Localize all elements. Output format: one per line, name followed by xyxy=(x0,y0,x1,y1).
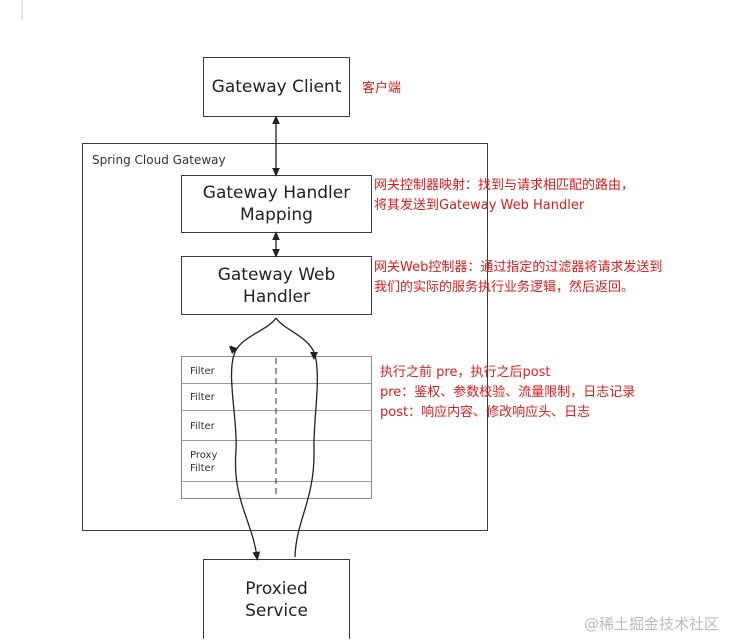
filter-note: 执行之前 pre，执行之后post pre：鉴权、参数校验、流量限制，日志记录 … xyxy=(380,363,635,423)
filter-note-line1: 执行之前 pre，执行之后post xyxy=(380,365,551,380)
proxied-service-box: Proxied Service xyxy=(203,559,350,639)
gateway-title: Spring Cloud Gateway xyxy=(92,153,226,167)
handler-mapping-note-line2: 将其发送到Gateway Web Handler xyxy=(374,198,585,213)
filter-label-2: Filter xyxy=(190,392,215,403)
web-handler-note-line2: 我们的实际的服务执行业务逻辑，然后返回。 xyxy=(374,280,635,295)
request-path xyxy=(230,317,277,561)
proxy-filter-label-2: Filter xyxy=(190,463,215,474)
gateway-client-label: Gateway Client xyxy=(211,77,342,97)
filter-label-3: Filter xyxy=(190,421,215,432)
handler-mapping-note: 网关控制器映射：找到与请求相匹配的路由， 将其发送到Gateway Web Ha… xyxy=(374,176,634,216)
web-handler-box: Gateway Web Handler xyxy=(181,256,372,315)
web-handler-line2: Handler xyxy=(243,286,310,307)
request-arrow-mid xyxy=(229,346,238,354)
filter-note-line3: post：响应内容、修改响应头、日志 xyxy=(380,405,591,420)
web-handler-note: 网关Web控制器：通过指定的过滤器将请求发送到 我们的实际的服务执行业务逻辑，然… xyxy=(374,258,662,298)
handler-mapping-line1: Gateway Handler xyxy=(202,183,351,203)
gateway-client-box: Gateway Client xyxy=(203,57,350,117)
handler-mapping-note-line1: 网关控制器映射：找到与请求相匹配的路由， xyxy=(374,178,635,193)
proxy-filter-label-1: Proxy xyxy=(190,450,218,461)
filter-note-line2: pre：鉴权、参数校验、流量限制，日志记录 xyxy=(380,385,636,400)
filter-label-1: Filter xyxy=(190,366,215,377)
proxied-service-line2: Service xyxy=(245,600,308,621)
response-path xyxy=(275,317,318,558)
response-arrow-head xyxy=(310,352,318,360)
handler-mapping-line2: Mapping xyxy=(240,205,313,225)
web-handler-note-line1: 网关Web控制器：通过指定的过滤器将请求发送到 xyxy=(374,260,663,275)
web-handler-line1: Gateway Web xyxy=(217,264,336,285)
proxied-service-line1: Proxied xyxy=(245,578,308,599)
watermark: @稀土掘金技术社区 xyxy=(583,615,719,633)
client-note: 客户端 xyxy=(362,81,402,96)
